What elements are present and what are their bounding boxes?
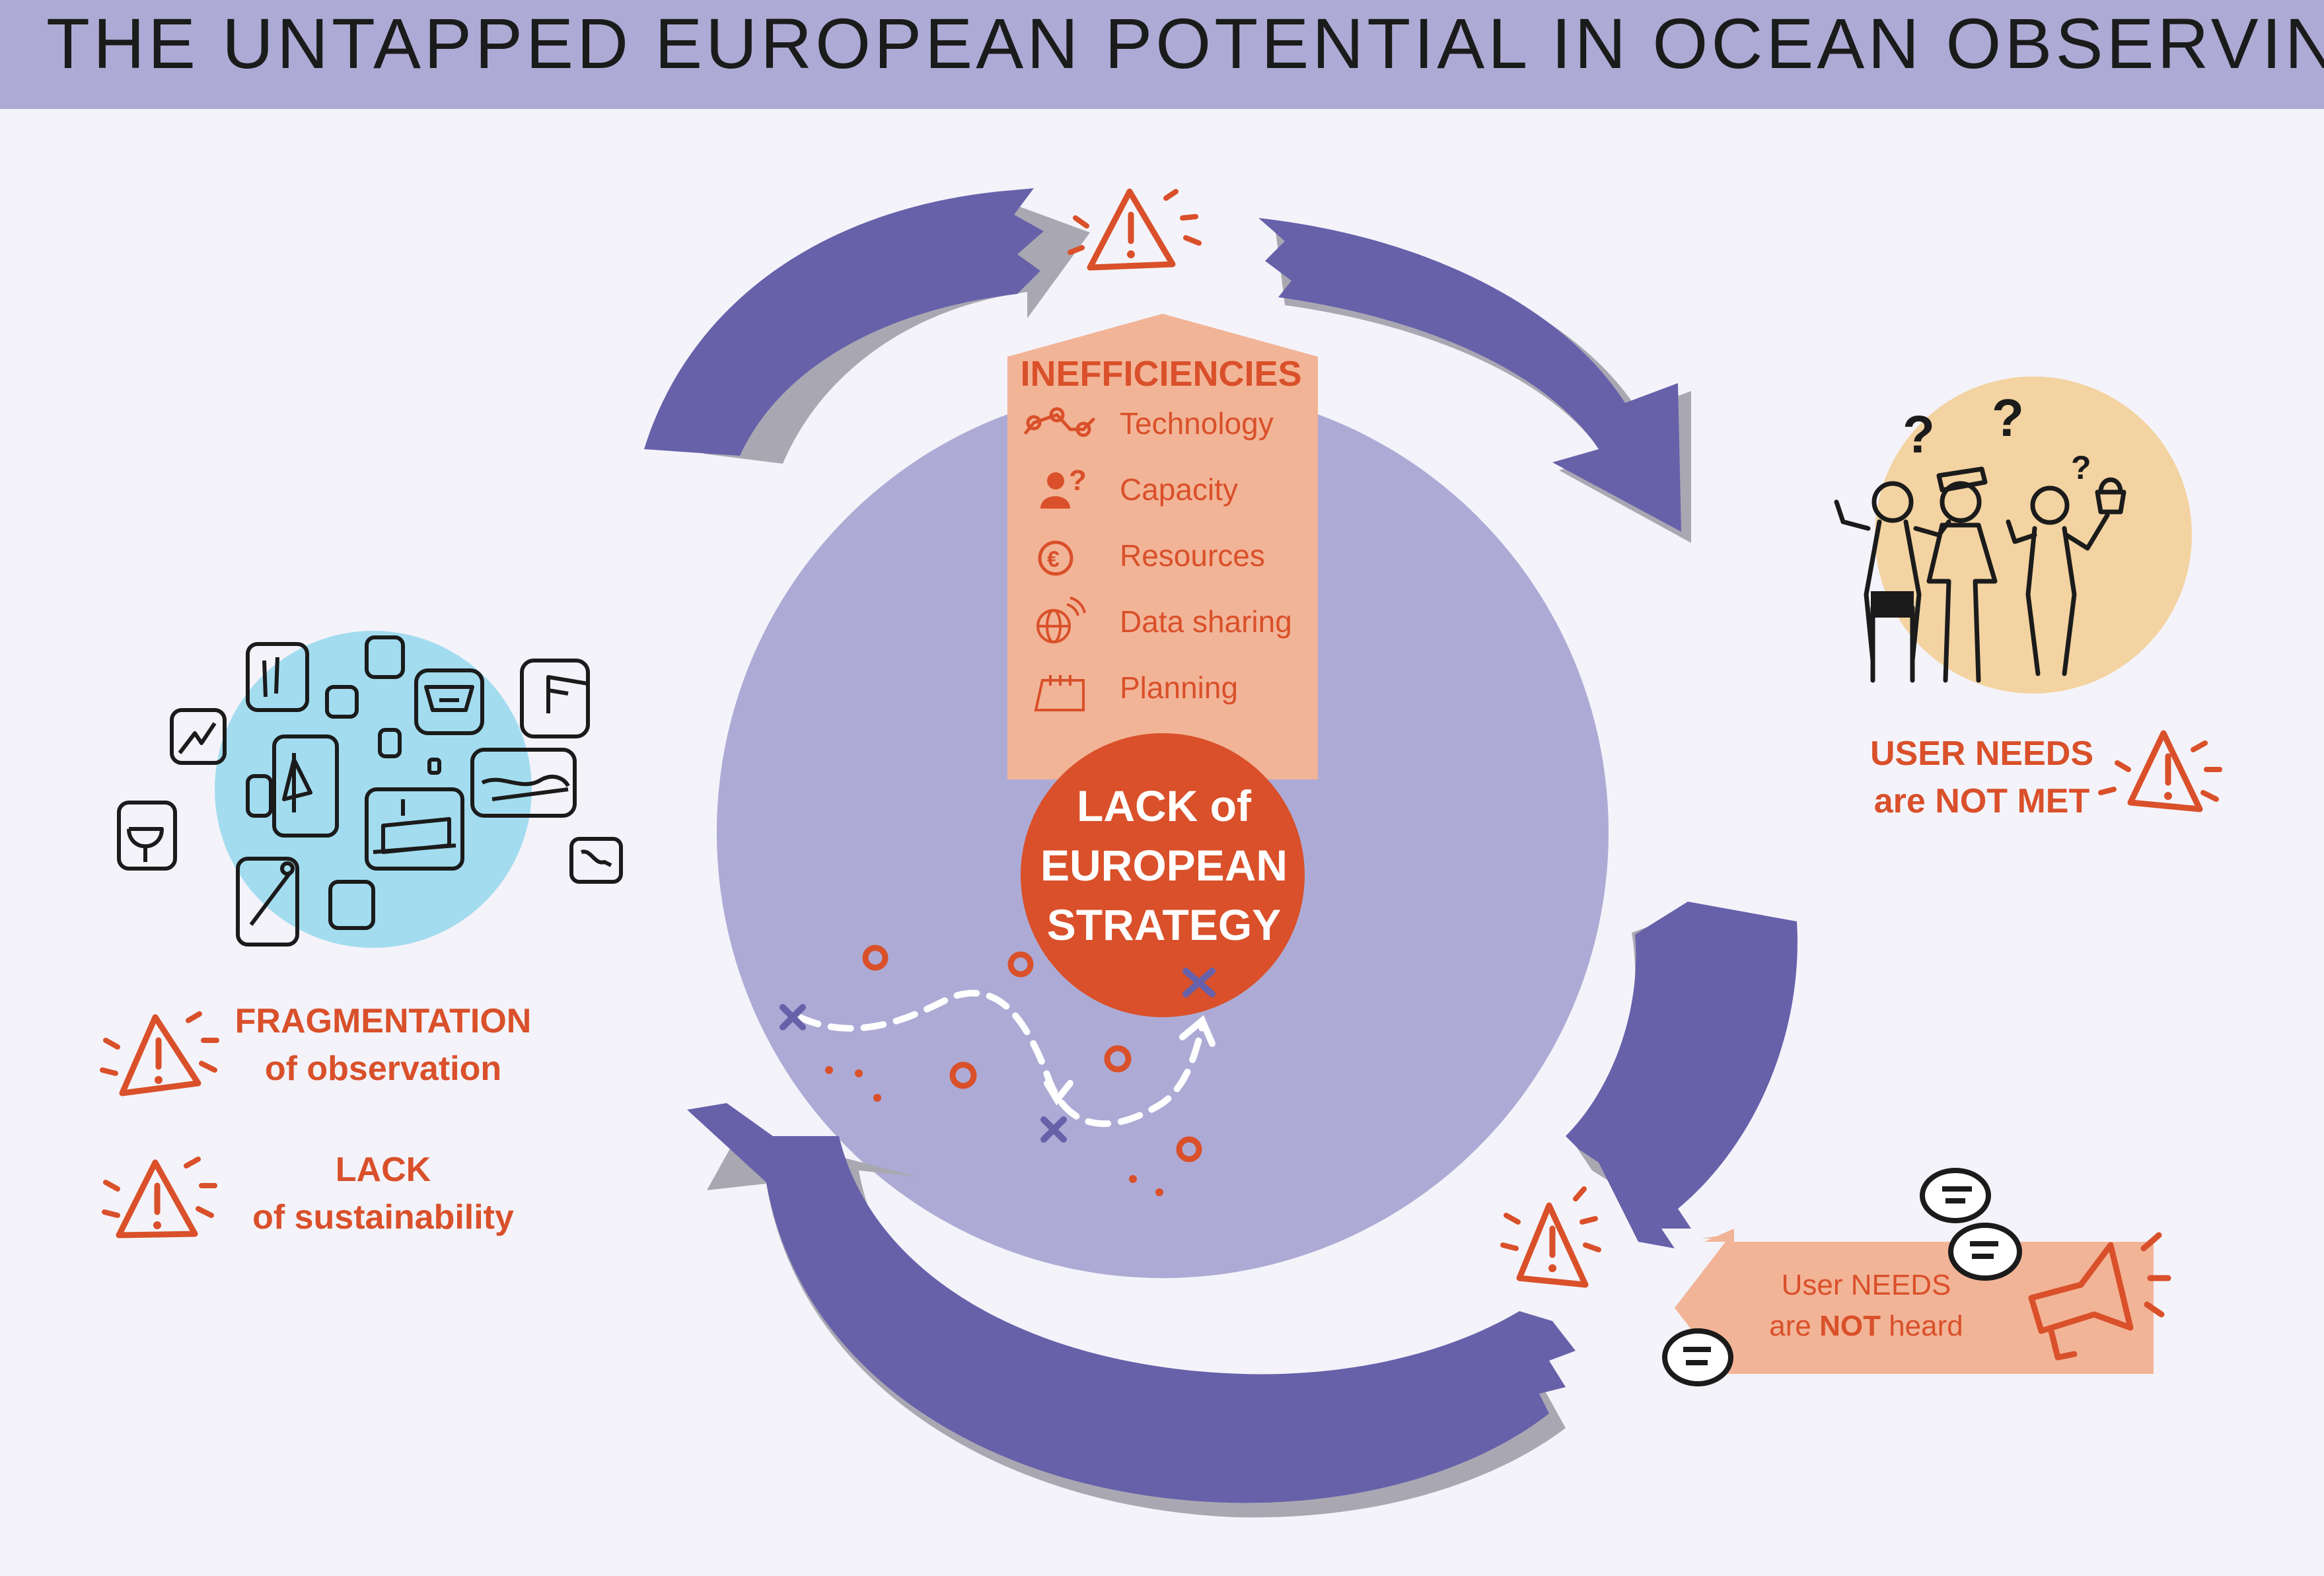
euro-icon: € <box>1038 540 1073 576</box>
cycle-arrow-bottom <box>687 1103 1576 1518</box>
inefficiencies-heading: INEFFICIENCIES <box>1020 354 1302 394</box>
fragmentation-label: FRAGMENTATION of observation <box>225 997 542 1092</box>
lack-of-strategy-label: LACK of EUROPEAN STRATEGY <box>999 776 1329 954</box>
users-sketch <box>1834 466 2126 683</box>
user-needs-not-met-label: USER NEEDS are NOT MET <box>1823 730 2140 825</box>
circuit-icon <box>1024 407 1095 437</box>
cycle-arrow-top-left <box>644 188 1090 464</box>
inefficiency-capacity: Capacity <box>1120 472 1238 507</box>
svg-text:?: ? <box>2071 449 2091 486</box>
fragmentation-line-1: FRAGMENTATION <box>235 1002 532 1040</box>
inefficiency-technology: Technology <box>1120 406 1274 441</box>
user-needs-line-2: are NOT MET <box>1873 782 2090 820</box>
sustainability-line-2: of sustainability <box>252 1198 514 1236</box>
strategy-line-1: LACK of <box>1077 781 1251 830</box>
warning-icon-sustainability <box>102 1157 217 1238</box>
inefficiency-resources: Resources <box>1120 538 1265 573</box>
cycle-arrow-right <box>1566 902 1797 1248</box>
warning-icon-fragmentation <box>100 1011 219 1096</box>
person-question-icon: ? <box>1040 464 1087 509</box>
svg-text:?: ? <box>1903 405 1935 464</box>
user-skirt <box>1871 591 1914 618</box>
not-heard-suffix: heard <box>1880 1310 1963 1342</box>
question-marks: ? ? ? <box>1903 388 2091 486</box>
speech-bubble-icon-2 <box>1948 1223 2022 1281</box>
strategy-line-2: EUROPEAN <box>1040 841 1288 890</box>
svg-text:?: ? <box>1992 388 2024 447</box>
not-heard-bold: NOT <box>1819 1310 1881 1342</box>
speech-bubble-icon-1 <box>1920 1168 1991 1223</box>
not-heard-panel <box>1675 1234 2154 1374</box>
warning-icon-top <box>1068 188 1202 271</box>
strategy-line-3: STRATEGY <box>1046 900 1282 949</box>
sustainability-line-1: LACK <box>335 1151 431 1189</box>
inefficiencies-panel <box>1007 314 1318 779</box>
warning-icon-user-needs <box>2098 730 2222 812</box>
not-heard-line-1: User NEEDS <box>1781 1269 1951 1301</box>
observation-sketch-icons <box>117 635 623 947</box>
route-map-decoration <box>780 945 1216 1196</box>
inefficiency-planning: Planning <box>1120 670 1239 705</box>
user-needs-line-1: USER NEEDS <box>1870 734 2094 773</box>
calendar-icon <box>1034 675 1085 711</box>
svg-text:?: ? <box>1069 464 1087 497</box>
fragmentation-line-2: of observation <box>264 1050 502 1088</box>
megaphone-icon <box>2028 1232 2171 1361</box>
cycle-arrow-top-right <box>1258 218 1691 543</box>
sustainability-label: LACK of sustainability <box>225 1146 542 1241</box>
globe-icon <box>1036 596 1086 643</box>
warning-icon-bottom-right <box>1500 1186 1601 1288</box>
not-heard-line-2: are NOT heard <box>1747 1306 1985 1347</box>
svg-text:€: € <box>1047 547 1060 572</box>
page-title: THE UNTAPPED EUROPEAN POTENTIAL IN OCEAN… <box>46 3 2324 83</box>
not-heard-label: User NEEDS are NOT heard <box>1747 1265 1985 1347</box>
inefficiency-data-sharing: Data sharing <box>1120 604 1292 639</box>
speech-bubble-icon-3 <box>1662 1328 1733 1386</box>
not-heard-prefix: are <box>1769 1310 1820 1342</box>
strategy-circle <box>1021 733 1305 1017</box>
header-band <box>0 0 2324 109</box>
